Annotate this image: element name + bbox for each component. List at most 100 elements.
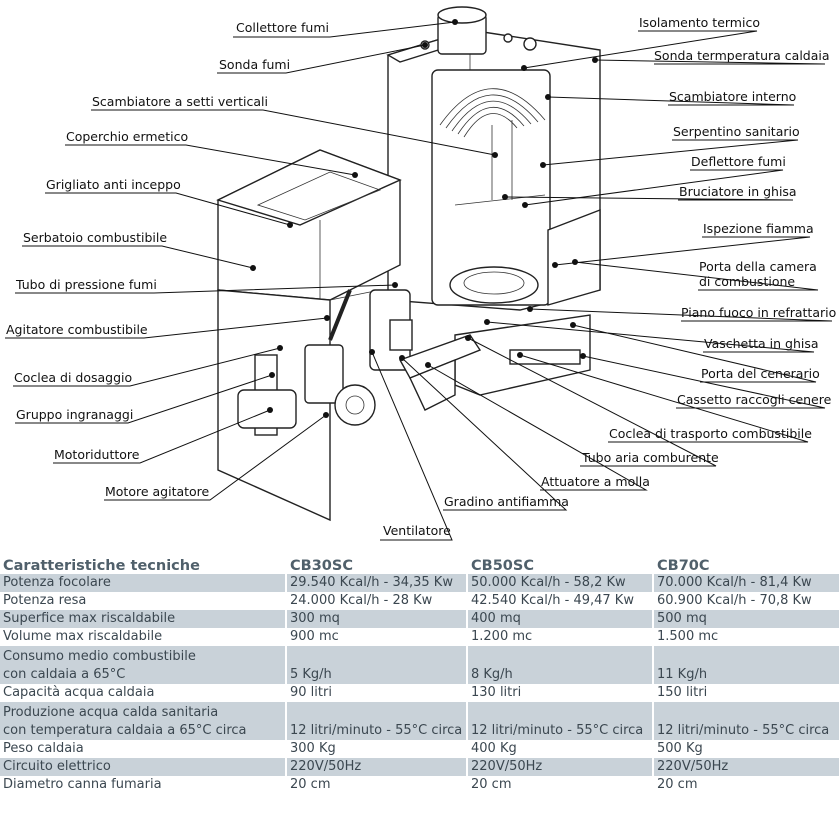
spec-row-label-line: con temperatura caldaia a 65°C circa (3, 723, 247, 738)
spec-row-label: Superfice max riscaldabile (0, 610, 287, 628)
spec-cell: 8 Kg/h (467, 646, 654, 684)
spec-row-label: Capacità acqua caldaia (0, 684, 287, 702)
label-porta-camera-1: Porta della camera (699, 259, 817, 274)
spec-row-label: Produzione acqua calda sanitaria con temp… (0, 702, 287, 740)
spec-row-label: Volume max riscaldabile (0, 628, 287, 646)
label-motoriduttore: Motoriduttore (54, 447, 140, 462)
spec-row-label-line: Superfice max riscaldabile (3, 611, 176, 626)
spec-cell: 12 litri/minuto - 55°C circa (286, 702, 468, 740)
spec-cell: 5 Kg/h (286, 646, 468, 684)
label-coperchio-ermetico: Coperchio ermetico (66, 129, 188, 144)
label-porta-camera-2: di combustione (699, 274, 795, 289)
label-tubo-pressione: Tubo di pressione fumi (15, 277, 157, 292)
spec-cell: 220V/50Hz (286, 758, 468, 776)
spec-row-label: Circuito elettrico (0, 758, 287, 776)
label-grigliato: Grigliato anti inceppo (46, 177, 181, 192)
spec-row-label-line: Volume max riscaldabile (3, 629, 163, 644)
spec-row-label-line: Produzione acqua calda sanitaria (3, 705, 219, 720)
label-gruppo-ingranaggi: Gruppo ingranaggi (16, 407, 133, 422)
callout-labels: Collettore fumi Sonda fumi Scambiatore a… (6, 15, 836, 538)
spec-cell: 90 litri (286, 684, 468, 702)
callout-lines (5, 19, 833, 541)
boiler-illustration (216, 6, 601, 522)
label-porta-cenerario: Porta del cenerario (701, 366, 820, 381)
label-coclea-dosaggio: Coclea di dosaggio (14, 370, 132, 385)
spec-cell: 29.540 Kcal/h - 34,35 Kw (286, 574, 468, 592)
label-ventilatore: Ventilatore (383, 523, 451, 538)
spec-cell: 900 mc (286, 628, 468, 646)
label-serbatoio: Serbatoio combustibile (23, 230, 167, 245)
spec-cell: 20 cm (653, 776, 840, 794)
label-collettore-fumi: Collettore fumi (236, 20, 329, 35)
label-gradino: Gradino antifiamma (444, 494, 569, 509)
spec-table: Caratteristiche tecniche CB30SC CB50SC C… (0, 552, 840, 794)
label-coclea-trasporto: Coclea di trasporto combustibile (609, 426, 812, 441)
spec-cell: 220V/50Hz (467, 758, 654, 776)
label-bruciatore: Bruciatore in ghisa (679, 184, 797, 199)
spec-cell: 130 litri (467, 684, 654, 702)
label-agitatore: Agitatore combustibile (6, 322, 148, 337)
spec-header-cb50sc: CB50SC (467, 552, 654, 574)
spec-row-label-line: con caldaia a 65°C (3, 667, 126, 682)
spec-row: Potenza focolare 29.540 Kcal/h - 34,35 Kw… (0, 574, 840, 592)
spec-row: Consumo medio combustibile con caldaia a … (0, 646, 840, 684)
label-serpentino: Serpentino sanitario (673, 124, 800, 139)
spec-cell: 11 Kg/h (653, 646, 840, 684)
label-cassetto: Cassetto raccogli cenere (677, 392, 832, 407)
label-scambiatore-interno: Scambiatore interno (669, 89, 796, 104)
spec-cell: 24.000 Kcal/h - 28 Kw (286, 592, 468, 610)
spec-cell: 20 cm (467, 776, 654, 794)
spec-cell: 1.500 mc (653, 628, 840, 646)
spec-cell: 60.900 Kcal/h - 70,8 Kw (653, 592, 840, 610)
spec-cell: 300 Kg (286, 740, 468, 758)
spec-row-label: Consumo medio combustibile con caldaia a … (0, 646, 287, 684)
spec-row: Produzione acqua calda sanitaria con temp… (0, 702, 840, 740)
spec-row-label: Potenza focolare (0, 574, 287, 592)
label-sonda-fumi: Sonda fumi (219, 57, 290, 72)
boiler-diagram: Collettore fumi Sonda fumi Scambiatore a… (5, 6, 836, 541)
spec-row-label-line: Consumo medio combustibile (3, 649, 196, 664)
spec-cell: 500 mq (653, 610, 840, 628)
spec-header-cb30sc: CB30SC (286, 552, 468, 574)
spec-row-label: Potenza resa (0, 592, 287, 610)
label-scambiatore-setti: Scambiatore a setti verticali (92, 94, 268, 109)
spec-cell: 42.540 Kcal/h - 49,47 Kw (467, 592, 654, 610)
spec-cell: 12 litri/minuto - 55°C circa (653, 702, 840, 740)
label-piano-fuoco: Piano fuoco in refrattario (681, 305, 836, 320)
spec-cell: 70.000 Kcal/h - 81,4 Kw (653, 574, 840, 592)
spec-row-label-line: Peso caldaia (3, 741, 84, 756)
spec-row-label-line: Diametro canna fumaria (3, 777, 162, 792)
spec-cell: 500 Kg (653, 740, 840, 758)
spec-cell: 300 mq (286, 610, 468, 628)
spec-cell: 20 cm (286, 776, 468, 794)
label-isolamento: Isolamento termico (639, 15, 760, 30)
label-attuatore: Attuatore a molla (541, 474, 650, 489)
spec-header-cb70c: CB70C (653, 552, 840, 574)
label-vaschetta: Vaschetta in ghisa (704, 336, 819, 351)
label-ispezione: Ispezione fiamma (703, 221, 814, 236)
spec-cell: 50.000 Kcal/h - 58,2 Kw (467, 574, 654, 592)
spec-row-label-line: Potenza focolare (3, 575, 111, 590)
label-sonda-temp: Sonda termperatura caldaia (654, 48, 830, 63)
spec-row-label-line: Circuito elettrico (3, 759, 111, 774)
spec-body: Potenza focolare 29.540 Kcal/h - 34,35 Kw… (0, 574, 840, 794)
label-tubo-aria: Tubo aria comburente (581, 450, 719, 465)
spec-cell: 150 litri (653, 684, 840, 702)
label-motore-agitatore: Motore agitatore (105, 484, 210, 499)
spec-row-label: Peso caldaia (0, 740, 287, 758)
label-deflettore: Deflettore fumi (691, 154, 786, 169)
spec-cell: 400 Kg (467, 740, 654, 758)
spec-cell: 12 litri/minuto - 55°C circa (467, 702, 654, 740)
spec-row-label: Diametro canna fumaria (0, 776, 287, 794)
spec-row-label-line: Potenza resa (3, 593, 87, 608)
spec-cell: 1.200 mc (467, 628, 654, 646)
spec-cell: 400 mq (467, 610, 654, 628)
spec-header-title: Caratteristiche tecniche (0, 552, 287, 574)
